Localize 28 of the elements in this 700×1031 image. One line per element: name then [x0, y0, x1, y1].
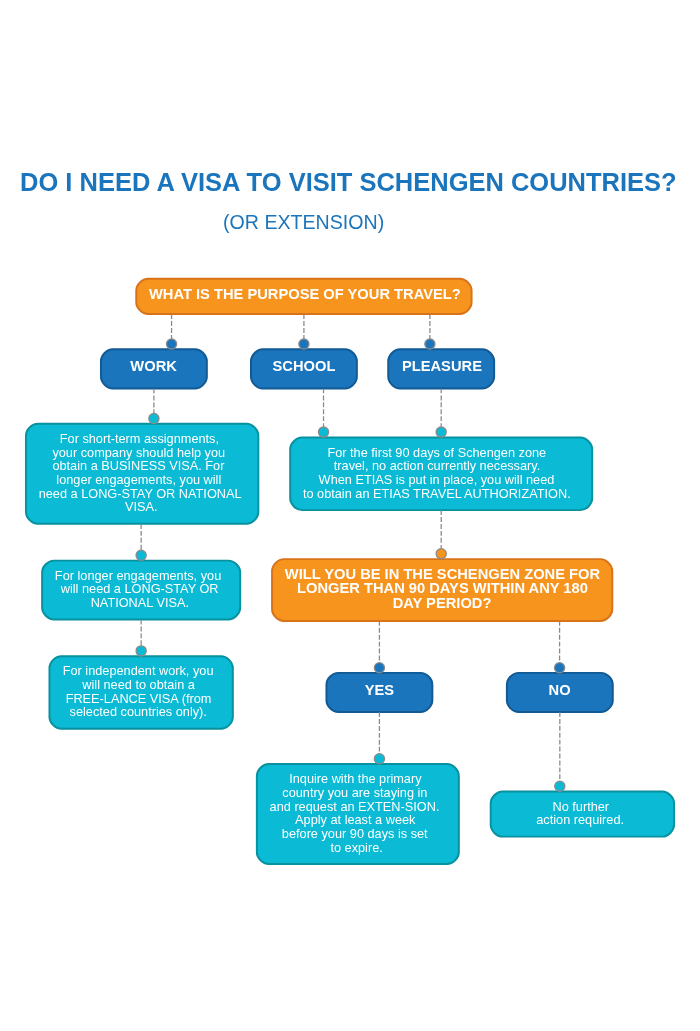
node-box: For short-term assignments, your company should help you obtain a BUSINESS VISA. For longer engagements, you will need a LONG-STAY OR NATIONAL VISA.	[24, 422, 260, 525]
connector	[373, 619, 386, 673]
connector	[435, 387, 447, 438]
node-box: No further action required.	[489, 790, 676, 838]
connector	[373, 711, 386, 764]
node-box: For longer engagements, you will need a LONG-STAY OR NATIONAL VISA.	[41, 559, 242, 620]
connector	[317, 387, 330, 438]
node-box: WORK	[99, 347, 208, 389]
connector	[135, 523, 147, 561]
connector	[424, 313, 436, 350]
node-box: YES	[325, 671, 434, 713]
connector	[165, 313, 178, 350]
node-box: NO	[505, 671, 614, 713]
node-box: WILL YOU BE IN THE SCHENGEN ZONE FOR LONGER THAN 90 DAYS WITHIN ANY 180 DAY PERIOD?	[271, 557, 614, 622]
diagram-title: DO I NEED A VISA TO VISIT SCHENGEN COUNTRIES?	[20, 167, 677, 196]
label: (OR EXTENSION)	[223, 210, 385, 233]
node-box: Inquire with the primary country you are staying in and request an EXTEN-SION. Apply at least a week before your 90 days is set to expire.	[255, 762, 460, 865]
node-box: For independent work, you will need to obtain a FREE-LANCE VISA (from selected countries only).	[48, 654, 234, 730]
node-box: PLEASURE	[387, 347, 496, 389]
connector	[435, 509, 447, 559]
connector	[554, 711, 566, 792]
node-box: SCHOOL	[250, 347, 358, 389]
connector	[148, 387, 160, 424]
node-box: For the first 90 days of Schengen zone travel, no action currently necessary. When ETIAS is put in place, you will need to obtain an ETIAS TRAVEL AUTHORIZATION.	[289, 436, 594, 511]
connector	[298, 313, 310, 350]
node-box: WHAT IS THE PURPOSE OF YOUR TRAVEL?	[135, 277, 473, 315]
connector	[135, 618, 147, 657]
connector	[553, 619, 566, 673]
